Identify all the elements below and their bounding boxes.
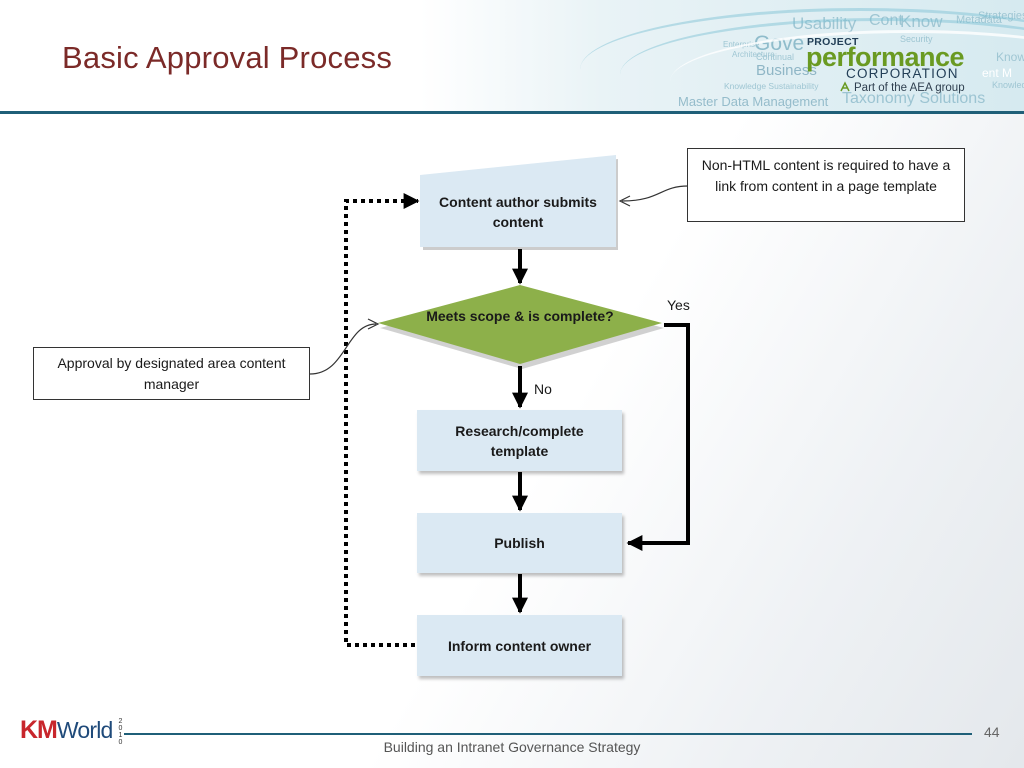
- logo-line-aea: Part of the AEA group: [840, 81, 965, 94]
- non-html-note: Non-HTML content is required to have a l…: [687, 148, 965, 222]
- banner-word-cloud: Usability Gove Business Continual Knowle…: [420, 0, 1024, 112]
- kmworld-world: World: [56, 717, 113, 743]
- approval-note: Approval by designated area content mana…: [33, 347, 310, 400]
- kmworld-km: KM: [20, 716, 58, 744]
- submit-box-shape: [420, 155, 618, 250]
- header-banner: Usability Gove Business Continual Knowle…: [420, 0, 1024, 112]
- callout-arrowhead-approval: [367, 318, 380, 330]
- footer-rule: [124, 733, 972, 735]
- inform-owner-label: Inform content owner: [447, 637, 592, 654]
- callout-connector-approval: [309, 323, 377, 375]
- yes-label: Yes: [667, 297, 690, 313]
- arrow-yes-to-publish: [626, 323, 690, 551]
- title-rule: [0, 111, 1024, 114]
- research-template-box: Research/complete template: [417, 410, 622, 471]
- decision-label: Meets scope & is complete?: [426, 308, 614, 324]
- submit-content-label: Content author submits content: [439, 194, 597, 230]
- submit-content-box: Content author submits content: [420, 176, 616, 248]
- inform-owner-box: Inform content owner: [417, 615, 622, 676]
- publish-label: Publish: [494, 535, 545, 551]
- page-title: Basic Approval Process: [62, 40, 393, 75]
- callout-arrowhead-non-html: [618, 195, 631, 207]
- logo-line-performance: performance: [806, 42, 965, 72]
- aea-mark-icon: [840, 81, 850, 92]
- logo-line-corporation: CORPORATION: [846, 66, 959, 81]
- decision-diamond-shape: [378, 285, 662, 364]
- publish-box: Publish: [417, 513, 622, 573]
- logo-line-project: PROJECT: [807, 36, 859, 48]
- non-html-note-text: Non-HTML content is required to have a l…: [701, 157, 951, 194]
- logo-aea-text: Part of the AEA group: [854, 82, 965, 94]
- project-performance-logo: PROJECT performance CORPORATION Part of …: [806, 36, 976, 98]
- approval-note-text: Approval by designated area content mana…: [57, 355, 286, 392]
- no-label: No: [534, 381, 552, 397]
- dotted-loop-arrow: [344, 193, 420, 647]
- callout-connector-non-html: [621, 185, 689, 202]
- research-template-label: Research/complete template: [455, 422, 584, 459]
- page-number: 44: [984, 724, 1000, 740]
- footer-title: Building an Intranet Governance Strategy: [383, 739, 641, 755]
